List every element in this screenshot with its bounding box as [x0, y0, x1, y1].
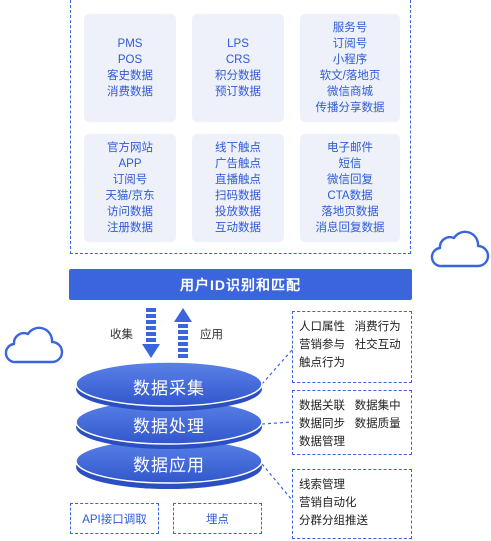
stack-layer-process: 数据处理 — [133, 417, 205, 436]
text-line: 官方网站 — [107, 142, 153, 154]
text-line: LPS — [227, 38, 249, 50]
source-card-6: 电子邮件短信微信回复 CTA数据落地页数据消息回复数据 — [300, 134, 400, 242]
text-line: 订阅号 — [112, 174, 148, 186]
text-line: 短信 — [338, 158, 362, 170]
cloud-icon — [4, 326, 64, 364]
text-line: 数据关联 数据集中 — [299, 400, 401, 412]
text-line: 微信商城 — [327, 86, 373, 98]
text-line: 预订数据 — [215, 86, 261, 98]
text-line: 软文/落地页 — [319, 70, 381, 82]
source-card-3: 服务号订阅号小程序软文/落地页微信商城传播分享数据 — [300, 14, 400, 122]
info-box-applications: 线索管理营销自动化分群分组推送 — [292, 469, 412, 539]
text-line: APP — [118, 158, 142, 170]
apply-label: 应用 — [200, 329, 223, 341]
arrow-down-icon — [142, 308, 160, 358]
text-line: 落地页数据 — [321, 206, 379, 218]
text-line: 营销参与 社交互动 — [299, 339, 401, 351]
database-stack — [75, 362, 263, 489]
text-line: CRS — [225, 54, 251, 66]
text-line: CTA数据 — [327, 190, 373, 202]
text-line: 触点行为 — [299, 357, 345, 369]
text-line: 人口属性 消费行为 — [299, 321, 401, 333]
text-line: 数据同步 数据质量 — [299, 418, 401, 430]
source-card-2: LPS CRS 积分数据预订数据 — [192, 14, 284, 122]
text-line: 扫码数据 — [215, 190, 261, 202]
text-line: 分群分组推送 — [299, 515, 368, 527]
source-card-5: 线下触点广告触点直播触点扫码数据投放数据互动数据 — [192, 134, 284, 242]
text-line: PMS — [117, 38, 143, 50]
text-line: 客史数据 — [107, 70, 153, 82]
stack-layer-apply: 数据应用 — [133, 456, 205, 475]
text-line: 服务号 — [332, 22, 368, 34]
text-line: 营销自动化 — [299, 497, 357, 509]
text-line: 订阅号 — [332, 38, 368, 50]
text-line: 投放数据 — [215, 206, 261, 218]
source-card-4: 官方网站 APP 订阅号天猫/京东访问数据注册数据 — [84, 134, 176, 242]
info-box-processing: 数据关联 数据集中数据同步 数据质量数据管理 — [292, 390, 412, 455]
tracking-button[interactable]: 埋点 — [173, 503, 262, 534]
cloud-icon — [430, 230, 490, 268]
text-line: 消费数据 — [107, 86, 153, 98]
arrow-up-icon — [174, 308, 192, 358]
api-button[interactable]: API接口调取 — [70, 503, 159, 534]
text-line: 线下触点 — [215, 142, 261, 154]
text-line: 注册数据 — [107, 222, 153, 234]
text-line: 互动数据 — [215, 222, 261, 234]
text-line: 小程序 — [332, 54, 368, 66]
info-box-attributes: 人口属性 消费行为营销参与 社交互动触点行为 — [292, 311, 412, 383]
text-line: 广告触点 — [215, 158, 261, 170]
sources-frame — [70, 0, 411, 254]
text-line: 访问数据 — [107, 206, 153, 218]
text-line: 天猫/京东 — [105, 190, 155, 202]
text-line: 积分数据 — [215, 70, 261, 82]
collect-label: 收集 — [110, 329, 133, 341]
text-line: 微信回复 — [327, 174, 373, 186]
text-line: 消息回复数据 — [315, 222, 385, 234]
text-line: 电子邮件 — [327, 142, 373, 154]
text-line: POS — [117, 54, 143, 66]
source-card-1: PMS POS 客史数据消费数据 — [84, 14, 176, 122]
id-matching-banner: 用户ID识别和匹配 — [69, 269, 412, 300]
text-line: 直播触点 — [215, 174, 261, 186]
stack-layer-collect: 数据采集 — [133, 379, 205, 398]
text-line: 线索管理 — [299, 479, 345, 491]
text-line: 传播分享数据 — [315, 102, 385, 114]
text-line: 数据管理 — [299, 436, 345, 448]
